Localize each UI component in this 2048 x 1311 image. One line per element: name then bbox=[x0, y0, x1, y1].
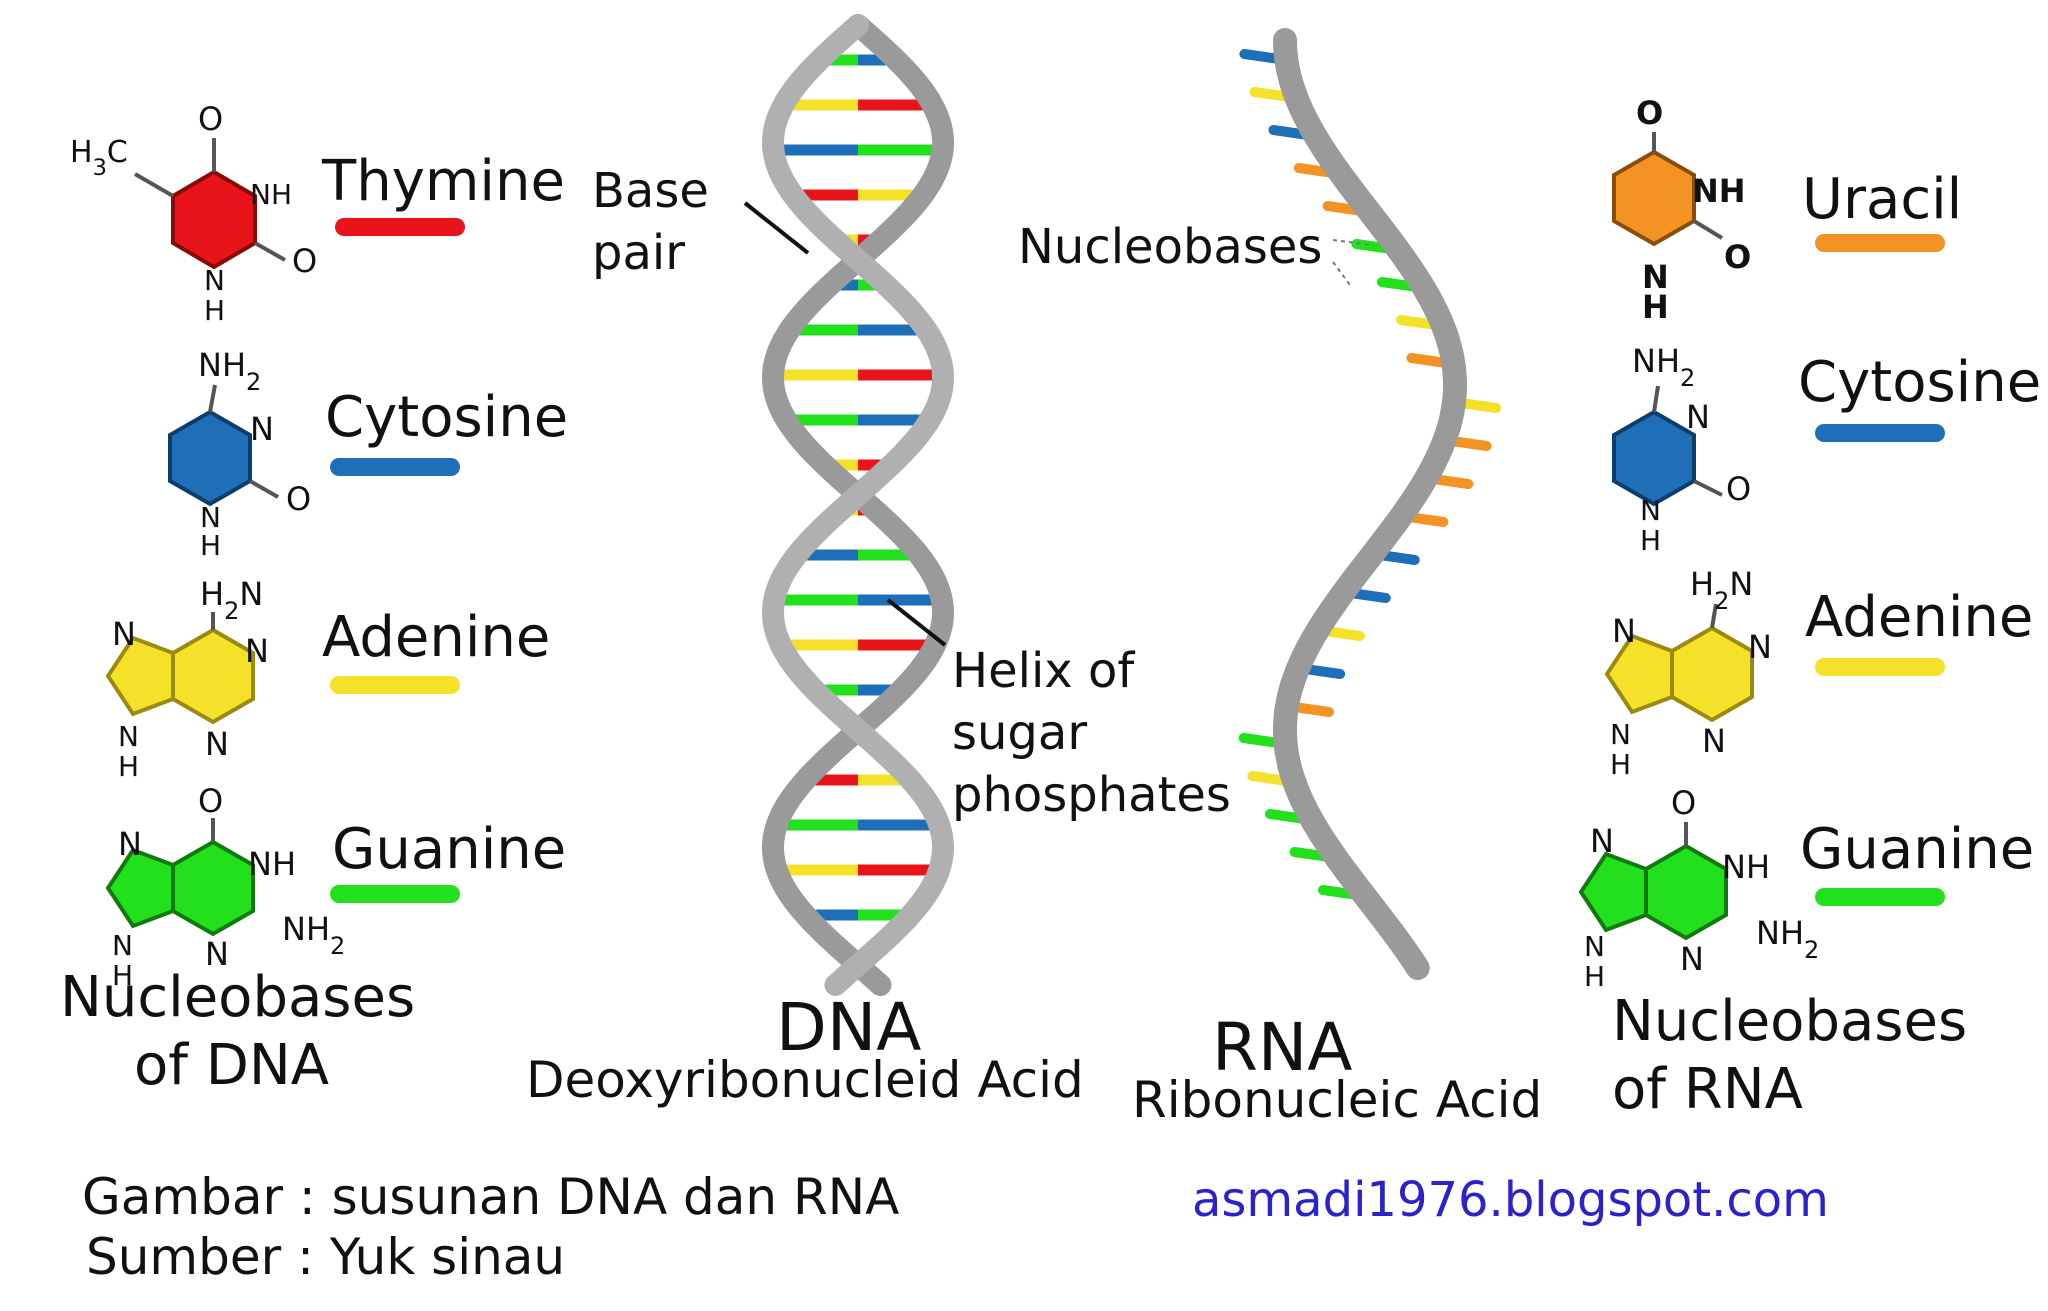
caption-sumber: Sumber : Yuk sinau bbox=[86, 1228, 566, 1286]
guanine-dna-molecule: O N NH NH2 N H N bbox=[105, 782, 345, 992]
adenine-dna-n-lower: N bbox=[205, 725, 229, 763]
cytosine-dna-h: H bbox=[200, 529, 221, 562]
cytosine-dna-nh2: NH2 bbox=[198, 346, 261, 396]
rna-nucleobases-label: Nucleobases bbox=[1018, 219, 1323, 275]
cytosine-rna-molecule: NH2 N O N H bbox=[1612, 342, 1751, 557]
adenine-dna-h2n: H2N bbox=[200, 575, 263, 625]
adenine-rna-n-bottom: N bbox=[1610, 718, 1631, 751]
thymine-molecule: H3C O NH O N H bbox=[70, 100, 317, 327]
dna-full-name: Deoxyribonucleid Acid bbox=[526, 1051, 1084, 1109]
cytosine-dna-label: Cytosine bbox=[325, 385, 569, 450]
cytosine-rna-n-bottom: N bbox=[1640, 494, 1661, 527]
guanine-rna-n-left: N bbox=[1590, 822, 1614, 860]
adenine-dna-label: Adenine bbox=[322, 605, 551, 670]
cytosine-rna-n: N bbox=[1686, 398, 1710, 436]
helix-label-line1: Helix of bbox=[952, 643, 1135, 699]
adenine-dna-n-left: N bbox=[112, 615, 136, 653]
guanine-rna-o: O bbox=[1671, 784, 1696, 822]
cytosine-rna-h: H bbox=[1640, 524, 1661, 557]
dna-strand-b bbox=[761, 14, 955, 996]
adenine-dna-color-bar bbox=[330, 676, 460, 694]
adenine-rna-n-left: N bbox=[1612, 612, 1636, 650]
dna-title: DNA bbox=[776, 989, 922, 1066]
base-pair-label-line2: pair bbox=[592, 225, 685, 281]
adenine-rna-n-right: N bbox=[1748, 628, 1772, 666]
nucleobases-pointer bbox=[1332, 239, 1373, 246]
cytosine-dna-o: O bbox=[286, 480, 311, 518]
dna-bases-caption-line2: of DNA bbox=[134, 1033, 330, 1098]
guanine-rna-color-bar bbox=[1815, 888, 1945, 906]
rna-title: RNA bbox=[1212, 1009, 1353, 1086]
dna-strand-a bbox=[761, 14, 955, 996]
guanine-rna-h: H bbox=[1584, 960, 1605, 993]
uracil-o-top: O bbox=[1636, 94, 1663, 132]
cytosine-rna-label: Cytosine bbox=[1798, 350, 2042, 415]
cytosine-dna-molecule: NH2 N O N H bbox=[168, 346, 311, 562]
guanine-dna-o: O bbox=[198, 782, 223, 820]
adenine-rna-h: H bbox=[1610, 748, 1631, 781]
rna-strand-line bbox=[1273, 28, 1467, 980]
thymine-o-top: O bbox=[198, 100, 223, 138]
helix-label-line2: sugar bbox=[952, 705, 1088, 761]
thymine-o-right: O bbox=[292, 242, 317, 280]
uracil-n: N bbox=[1642, 258, 1669, 296]
guanine-dna-n-bottom: N bbox=[112, 929, 133, 962]
adenine-rna-h2n: H2N bbox=[1690, 565, 1753, 615]
thymine-h: H bbox=[204, 294, 225, 327]
guanine-dna-label: Guanine bbox=[332, 817, 567, 882]
guanine-dna-h: H bbox=[112, 959, 133, 992]
rna-bases-caption-line1: Nucleobases bbox=[1612, 989, 1968, 1054]
guanine-dna-color-bar bbox=[330, 885, 460, 903]
adenine-dna-n-bottom: N bbox=[118, 720, 139, 753]
thymine-color-bar bbox=[335, 218, 465, 236]
cytosine-dna-n-bottom: N bbox=[200, 501, 221, 534]
guanine-dna-n-left: N bbox=[118, 825, 142, 863]
dna-sugar-phosphate-helix bbox=[761, 14, 955, 996]
uracil-molecule: O NH O N H bbox=[1612, 94, 1751, 326]
rna-bases-caption-line2: of RNA bbox=[1612, 1057, 1803, 1122]
adenine-dna-h: H bbox=[118, 750, 139, 783]
guanine-rna-label: Guanine bbox=[1800, 817, 2035, 882]
uracil-color-bar bbox=[1815, 234, 1945, 252]
cytosine-dna-n: N bbox=[250, 410, 274, 448]
guanine-dna-nh2: NH2 bbox=[282, 910, 345, 960]
guanine-dna-n-lower: N bbox=[205, 935, 229, 973]
uracil-label: Uracil bbox=[1802, 167, 1963, 232]
guanine-rna-nh2: NH2 bbox=[1756, 914, 1819, 964]
adenine-rna-color-bar bbox=[1815, 658, 1945, 676]
rna-full-name: Ribonucleic Acid bbox=[1132, 1071, 1543, 1129]
adenine-rna-molecule: H2N N N N H N bbox=[1604, 565, 1772, 781]
dna-bases-caption-line1: Nucleobases bbox=[60, 965, 416, 1030]
thymine-h3c-text: H3C bbox=[70, 135, 128, 181]
adenine-rna-n-lower: N bbox=[1702, 722, 1726, 760]
cytosine-rna-color-bar bbox=[1815, 424, 1945, 442]
guanine-dna-nh: NH bbox=[248, 845, 296, 883]
adenine-dna-molecule: H2N N N N H N bbox=[105, 575, 269, 783]
cytosine-dna-color-bar bbox=[330, 458, 460, 476]
thymine-n: N bbox=[204, 264, 225, 297]
base-pair-pointer bbox=[743, 201, 810, 255]
uracil-o-right: O bbox=[1724, 238, 1751, 276]
thymine-nh: NH bbox=[250, 178, 292, 211]
adenine-rna-label: Adenine bbox=[1805, 585, 2034, 650]
caption-gambar: Gambar : susunan DNA dan RNA bbox=[82, 1168, 900, 1226]
thymine-label: Thymine bbox=[322, 149, 565, 214]
uracil-h: H bbox=[1642, 288, 1669, 326]
guanine-rna-n-bottom: N bbox=[1584, 930, 1605, 963]
base-pair-label-line1: Base bbox=[592, 163, 709, 219]
helix-pointer bbox=[886, 598, 947, 647]
website-link[interactable]: asmadi1976.blogspot.com bbox=[1192, 1172, 1829, 1228]
helix-label-line3: phosphates bbox=[952, 767, 1231, 823]
adenine-dna-n-right: N bbox=[245, 632, 269, 670]
guanine-rna-nh: NH bbox=[1722, 848, 1770, 886]
cytosine-rna-nh2: NH2 bbox=[1632, 342, 1695, 392]
uracil-nh: NH bbox=[1692, 172, 1746, 210]
guanine-rna-molecule: O N NH NH2 N H N bbox=[1578, 784, 1819, 993]
cytosine-rna-o: O bbox=[1726, 470, 1751, 508]
rna-sugar-phosphate-strand bbox=[1273, 28, 1467, 980]
guanine-rna-n-lower: N bbox=[1680, 940, 1704, 978]
nucleobases-pointer-2 bbox=[1332, 261, 1351, 286]
